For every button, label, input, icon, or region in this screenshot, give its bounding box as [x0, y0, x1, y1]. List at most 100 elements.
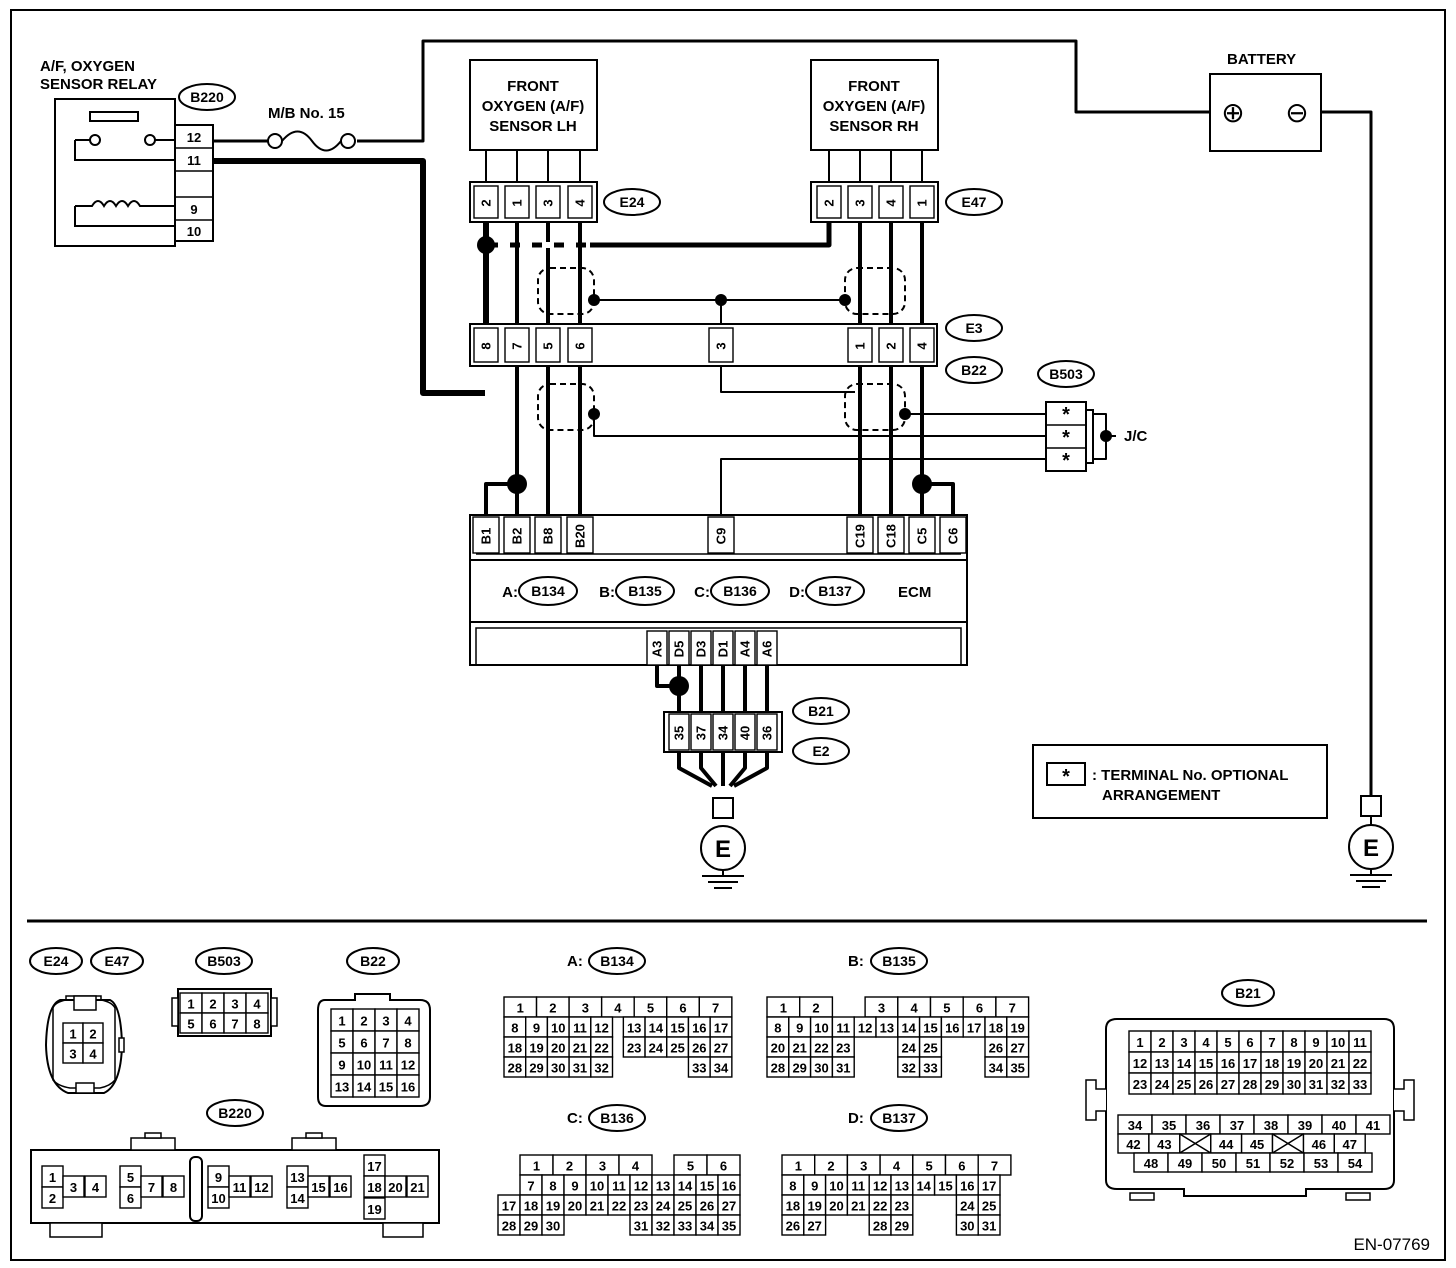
ecm-pin-B8-cell — [534, 516, 562, 554]
view-b134-id: B134 — [600, 953, 634, 969]
view-b137-pin: 13 — [895, 1179, 909, 1194]
view-b136-pin: 17 — [502, 1199, 516, 1214]
e3-pin-7: 7 — [510, 342, 525, 349]
view-b137-pin: 21 — [851, 1199, 865, 1214]
e47-pin-1-cell — [909, 185, 935, 219]
view-b137-pin-cell — [977, 1214, 1001, 1236]
view-b135-pin-cell — [831, 1056, 855, 1078]
e24-pin-3-cell — [535, 185, 561, 219]
relay-pin-12: 12 — [187, 130, 201, 145]
sensor-rh-line2: OXYGEN (A/F) — [823, 98, 926, 115]
view-b503-pin: 2 — [209, 997, 216, 1012]
view-b220-pin: 4 — [92, 1180, 100, 1195]
view-b21-pin: 51 — [1246, 1156, 1260, 1171]
ecm-connector-letter: D: — [789, 584, 805, 601]
view-b137-pin: 23 — [895, 1199, 909, 1214]
view-b136-pin: 21 — [590, 1199, 604, 1214]
view-b134-pin: 28 — [508, 1061, 522, 1076]
ecm-pin-C5: C5 — [915, 528, 930, 545]
view-b135-pin: 18 — [989, 1021, 1003, 1036]
view-b134-pin: 18 — [508, 1041, 522, 1056]
battery-plus-icon: ⊕ — [1221, 97, 1244, 128]
view-b22-pin: 11 — [379, 1058, 393, 1073]
view-b134-pin: 7 — [712, 1001, 719, 1016]
ecm-connector-oval — [518, 576, 578, 606]
view-b220-id: B220 — [218, 1105, 252, 1121]
ground-icon — [1350, 869, 1392, 888]
view-b220-pin-cell — [307, 1175, 330, 1198]
ecm-pin-A3-cell — [646, 630, 668, 666]
view-b21-pin-cell — [1348, 1072, 1372, 1095]
view-b136-pin: 10 — [590, 1179, 604, 1194]
view-b220-pin-cell — [62, 1175, 85, 1198]
view-e24-pin: 1 — [69, 1027, 76, 1042]
view-b135-pin: 5 — [943, 1001, 950, 1016]
view-b21-pin: 18 — [1265, 1056, 1279, 1071]
view-b220-pin: 18 — [367, 1180, 381, 1195]
sensor-lh-line3: SENSOR LH — [489, 118, 577, 135]
view-b220-pin: 7 — [148, 1180, 155, 1195]
view-b137-pin: 24 — [960, 1199, 975, 1214]
view-b22-pin: 5 — [338, 1036, 345, 1051]
view-b21-pin: 6 — [1246, 1035, 1253, 1050]
view-b135-prefix: B: — [848, 953, 864, 970]
view-b134-pin: 16 — [692, 1021, 706, 1036]
view-b22-pin: 12 — [401, 1058, 415, 1073]
view-b21-pin: 43 — [1157, 1137, 1171, 1152]
view-b134-pin: 20 — [551, 1041, 565, 1056]
view-b21-pin: 34 — [1128, 1118, 1143, 1133]
b21-connector-id: B21 — [808, 703, 834, 719]
view-b21-pin: 3 — [1180, 1035, 1187, 1050]
view-b136-pin: 5 — [687, 1159, 694, 1174]
ecm-pin-C6-cell — [939, 516, 967, 554]
view-b21-pin: 42 — [1126, 1137, 1140, 1152]
b22-connector-id: B22 — [961, 362, 987, 378]
view-b220-pin-cell — [406, 1175, 429, 1198]
view-b22-pin: 14 — [357, 1080, 372, 1095]
view-b136-pin: 7 — [527, 1179, 534, 1194]
e3-pin-7-cell — [504, 327, 530, 363]
e24-connector-id: E24 — [620, 194, 645, 210]
ecm-pin-B1: B1 — [479, 528, 494, 545]
view-b21-pin: 11 — [1353, 1035, 1367, 1050]
view-b21-pin: 27 — [1221, 1077, 1235, 1092]
view-b22-pin: 9 — [338, 1058, 345, 1073]
ecm-connector-oval — [615, 576, 675, 606]
view-b137-pin: 9 — [811, 1179, 818, 1194]
view-e24-pin-cell — [82, 1042, 104, 1064]
view-b22-pin: 7 — [382, 1036, 389, 1051]
view-b135-pin: 14 — [901, 1021, 916, 1036]
oxygen-sensor-relay: A/F, OXYGEN SENSOR RELAY B220 12 11 9 10 — [40, 58, 236, 247]
view-b21-pin: 1 — [1136, 1035, 1143, 1050]
view-b135-pin: 25 — [923, 1041, 937, 1056]
view-b134-pin: 33 — [692, 1061, 706, 1076]
view-b21-pin: 40 — [1332, 1118, 1346, 1133]
b21-pin-37: 37 — [694, 726, 709, 740]
ecm-pin-D3: D3 — [694, 641, 709, 658]
view-b135-pin: 16 — [945, 1021, 959, 1036]
view-b135-pin: 33 — [923, 1061, 937, 1076]
view-b135-pin: 31 — [836, 1061, 850, 1076]
view-b136-pin: 16 — [722, 1179, 736, 1194]
view-b136-pin: 11 — [612, 1179, 626, 1194]
diagram-frame — [10, 9, 1446, 1261]
view-b21-pin: 17 — [1243, 1056, 1257, 1071]
view-b220-pin-cell — [140, 1175, 163, 1198]
jc-label: J/C — [1124, 428, 1148, 445]
view-b21-pin: 30 — [1287, 1077, 1301, 1092]
view-b135-pin: 32 — [901, 1061, 915, 1076]
view-b21-pin: 9 — [1312, 1035, 1319, 1050]
view-b22-pin: 3 — [382, 1014, 389, 1029]
view-b134-pin: 8 — [511, 1021, 518, 1036]
view-b220-pin-cell — [329, 1175, 352, 1198]
view-b22-pin: 15 — [379, 1080, 393, 1095]
e47-pin-1: 1 — [915, 199, 930, 206]
view-b22-pin: 10 — [357, 1058, 371, 1073]
view-b135-pin: 7 — [1009, 1001, 1016, 1016]
view-b21-pin: 39 — [1298, 1118, 1312, 1133]
view-b135-pin: 15 — [923, 1021, 937, 1036]
ecm-pin-C19-cell — [846, 516, 874, 554]
